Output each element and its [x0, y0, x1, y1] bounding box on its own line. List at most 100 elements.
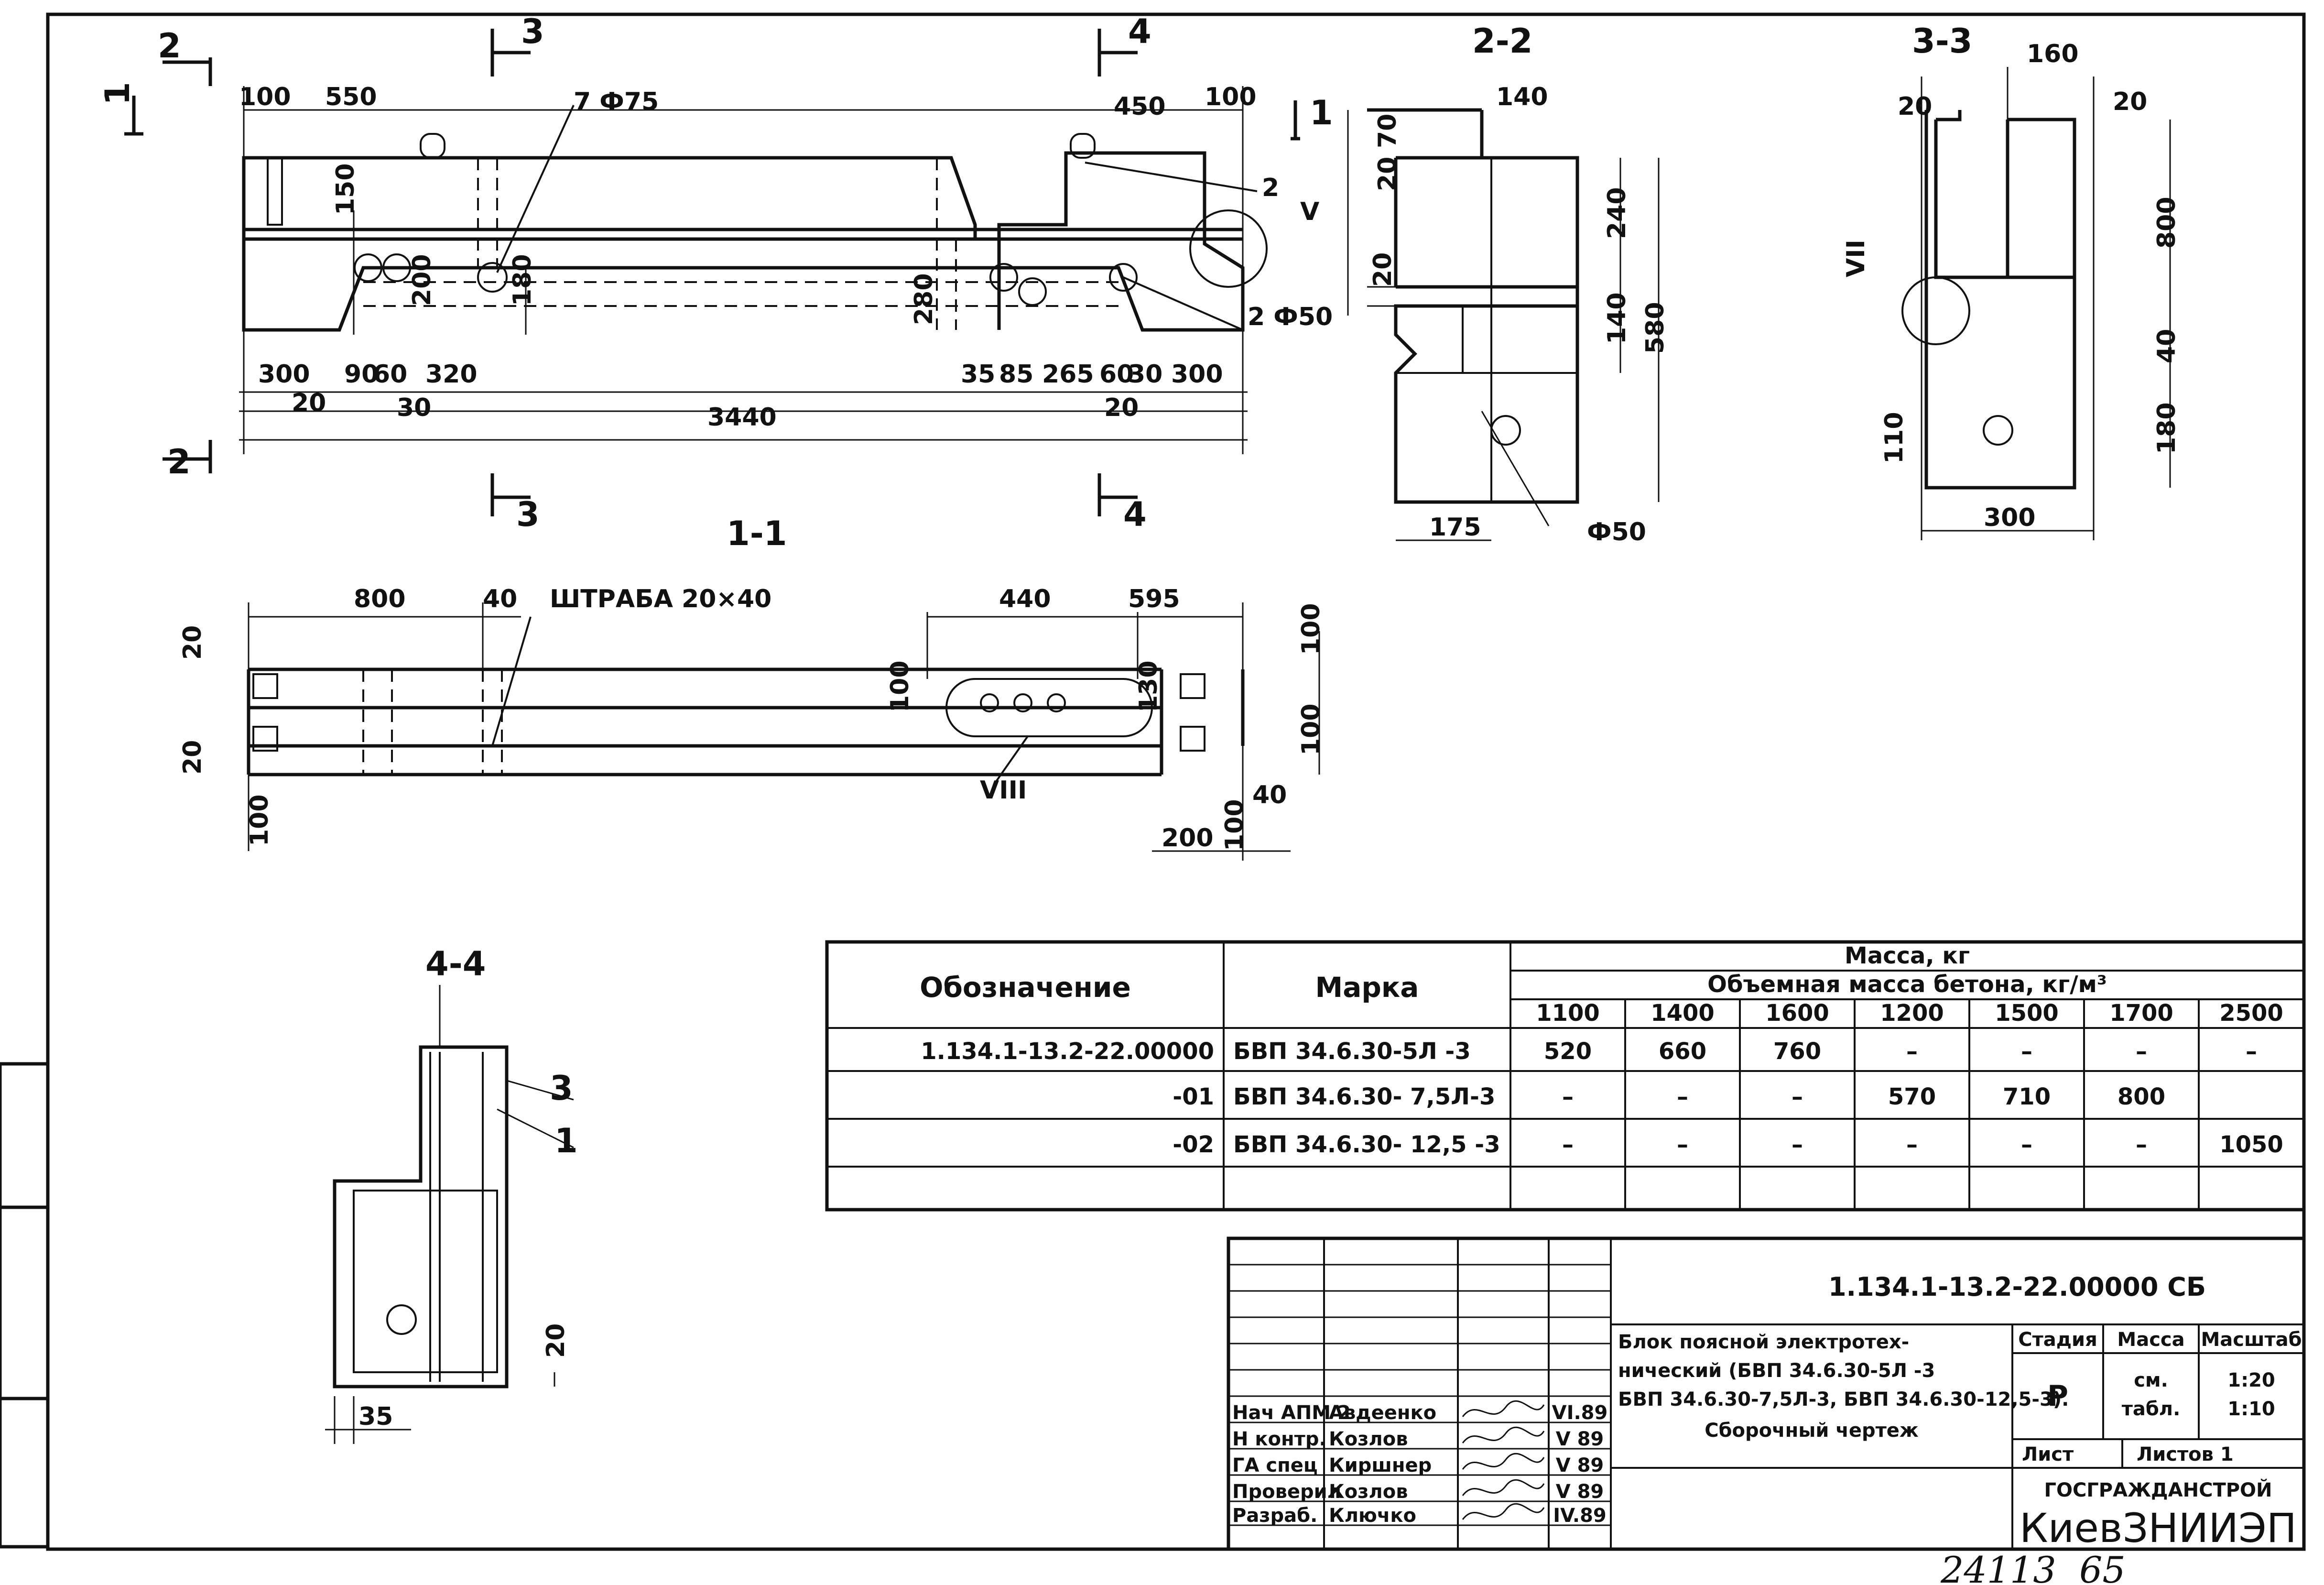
table-row-value: –: [1792, 1083, 1803, 1110]
dim-33-20-left: 20: [1898, 92, 1932, 121]
table-row-value: –: [2136, 1131, 2147, 1158]
table-row-designation: -01: [1173, 1083, 1214, 1110]
label-slot: ШТРАБА 20×40: [550, 585, 771, 613]
view-label-4-4: 4-4: [425, 944, 486, 984]
dim-11-440: 440: [999, 585, 1051, 613]
table-row-designation: -02: [1173, 1131, 1214, 1158]
dim-11-40-right: 40: [1252, 781, 1287, 809]
dim-22-580: 580: [1641, 302, 1670, 354]
signature-date: VI.89: [1552, 1402, 1608, 1424]
leader-3: 3: [550, 1069, 573, 1108]
table-row-value: 710: [2003, 1083, 2051, 1110]
table-row-value: –: [1562, 1083, 1574, 1110]
dim-11-100-left: 100: [245, 794, 274, 846]
signature-scribble: [1462, 1453, 1545, 1470]
dim-33-110: 110: [1880, 412, 1909, 464]
view-label-1-1: 1-1: [727, 514, 787, 553]
dim-22-175: 175: [1429, 513, 1481, 542]
signature-name: Киршнер: [1329, 1454, 1432, 1476]
dim-11-100-right-top: 100: [1297, 603, 1325, 655]
callout-2: 2: [1262, 174, 1279, 202]
table-header-mark: Марка: [1315, 971, 1419, 1004]
dim-33-180: 180: [2152, 402, 2181, 454]
col-mass: Масса: [2117, 1329, 2184, 1351]
org-institute: КиевЗНИИЭП: [2020, 1505, 2297, 1552]
density-cell: 1600: [1765, 1000, 1829, 1027]
dim-450: 450: [1114, 92, 1166, 121]
table-row-value: –: [2246, 1038, 2257, 1065]
signature-name: Козлов: [1329, 1428, 1408, 1450]
section-2-2: [1347, 108, 1660, 541]
label-22-hole: Ф50: [1587, 518, 1646, 547]
signature-date: V 89: [1556, 1454, 1604, 1476]
density-cell: 1200: [1880, 1000, 1944, 1027]
signature-name: Ключко: [1329, 1505, 1416, 1527]
dim-11-200: 200: [1162, 824, 1214, 853]
callout-viii: VIII: [980, 776, 1027, 805]
binding-strip: [0, 1062, 50, 1549]
label-holes-50: 2 Ф50: [1248, 303, 1333, 331]
footer-number: 24113: [1940, 1549, 2056, 1585]
dim-11-40: 40: [483, 585, 517, 613]
dim-11-20-top: 20: [178, 625, 207, 660]
section-mark-3-top: 3: [521, 12, 544, 51]
title-line-3: БВП 34.6.30-7,5Л-3, БВП 34.6.30-12,5-3).: [1618, 1388, 2069, 1410]
title-line-2: нический (БВП 34.6.30-5Л -3: [1618, 1360, 1935, 1382]
signature-scribble: [1462, 1400, 1545, 1417]
col-scale: Масштаб: [2201, 1329, 2302, 1351]
dim-60: 60: [373, 360, 407, 389]
scale-1: 1:20: [2227, 1369, 2275, 1391]
dim-300-right: 300: [1171, 360, 1223, 389]
dim-265: 265: [1042, 360, 1094, 389]
table-header-density: Объемная масса бетона, кг/м³: [1707, 971, 2107, 998]
dim-22-140-side: 140: [1603, 292, 1631, 344]
table-row-value: 660: [1659, 1038, 1706, 1065]
signature-date: V 89: [1556, 1481, 1604, 1503]
title-block: [1227, 1236, 2306, 1551]
sheet-frame: [46, 12, 2306, 1551]
dim-44-35: 35: [358, 1402, 393, 1431]
dim-22-240: 240: [1603, 187, 1631, 239]
table-row-value: 520: [1544, 1038, 1592, 1065]
table-row-value: –: [2136, 1038, 2147, 1065]
dim-overall-3440: 3440: [707, 403, 777, 432]
scale-2: 1:10: [2227, 1398, 2275, 1420]
sheet-label: Лист: [2022, 1443, 2074, 1465]
dim-11-20-bottom: 20: [178, 740, 207, 775]
dim-60-right: 60: [1099, 360, 1134, 389]
signature-role: Н контр.: [1232, 1428, 1326, 1450]
density-cell: 1700: [2109, 1000, 2173, 1027]
dim-11-595: 595: [1128, 585, 1180, 613]
section-3-3: [1901, 67, 2171, 540]
dim-22-70: 70: [1373, 114, 1402, 148]
dim-11-100-bottom: 100: [1220, 799, 1249, 851]
dim-300-left: 300: [258, 360, 310, 389]
table-row-value: –: [1906, 1038, 1918, 1065]
signature-scribble: [1462, 1426, 1545, 1443]
dim-33-160: 160: [2027, 40, 2079, 68]
dim-100-right: 100: [1205, 83, 1257, 111]
dim-150: 150: [331, 163, 360, 215]
dim-22-140-top: 140: [1496, 83, 1548, 111]
signature-date: IV.89: [1553, 1505, 1607, 1527]
table-row-value: –: [1792, 1131, 1803, 1158]
dim-100-left: 100: [239, 83, 291, 111]
table-row-value: –: [1906, 1131, 1918, 1158]
table-row-mark: БВП 34.6.30- 7,5Л-3: [1233, 1083, 1495, 1110]
table-row-value: –: [2021, 1131, 2032, 1158]
dim-20-right: 20: [1104, 394, 1139, 422]
section-mark-4-bottom: 4: [1123, 495, 1147, 534]
table-row-value: 760: [1773, 1038, 1821, 1065]
table-row-value: –: [1562, 1131, 1574, 1158]
dim-20-left: 20: [292, 389, 326, 417]
density-cell: 1400: [1651, 1000, 1715, 1027]
leader-1: 1: [554, 1121, 578, 1160]
density-cell: 2500: [2219, 1000, 2283, 1027]
view-label-2-2: 2-2: [1472, 22, 1532, 61]
dim-22-20-mid: 20: [1368, 252, 1397, 287]
table-header-designation: Обозначение: [920, 971, 1131, 1004]
section-mark-2-bottom: 2: [167, 442, 191, 481]
dim-35: 35: [961, 360, 995, 389]
